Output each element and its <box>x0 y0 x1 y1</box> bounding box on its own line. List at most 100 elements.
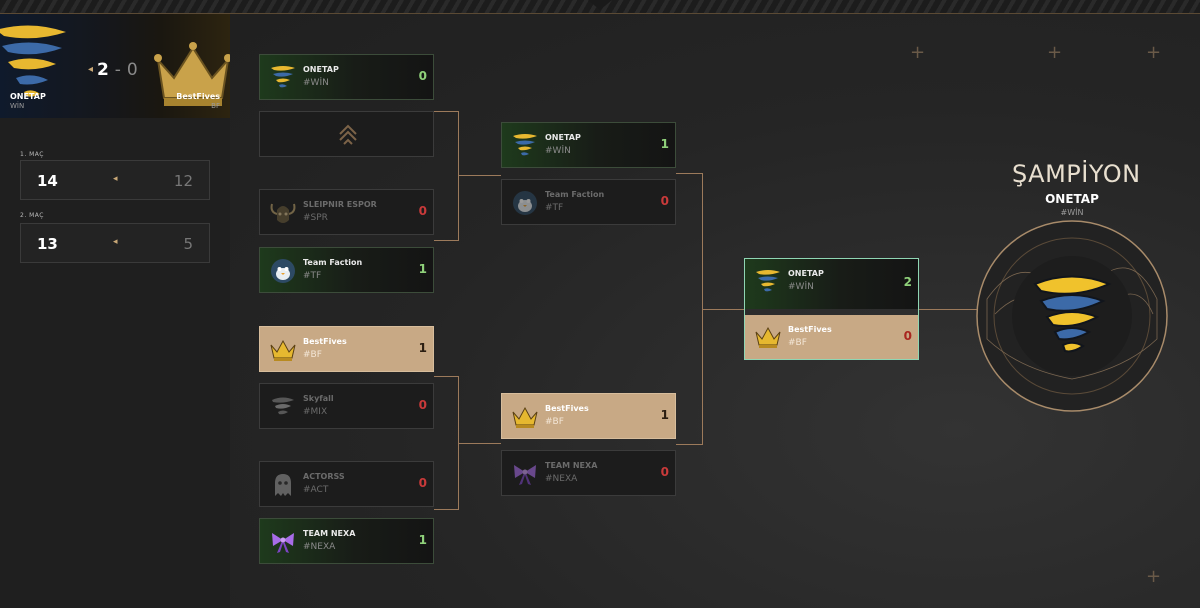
champion-tag: #WİN <box>1060 208 1084 217</box>
chevron-up-icon <box>339 124 357 145</box>
bracket-team-card[interactable]: BestFives #BF 1 <box>501 393 676 439</box>
penguin-icon <box>513 191 537 215</box>
score-separator: - <box>114 60 121 80</box>
team-name: SLEIPNIR ESPOR <box>303 200 377 209</box>
crown-icon <box>755 326 781 348</box>
plus-decor-icon: + <box>910 42 926 63</box>
crown-icon <box>512 406 538 428</box>
bracket-team-card[interactable]: ONETAP #WİN 2 <box>745 259 918 309</box>
game-label: 1. MAÇ <box>20 151 44 158</box>
team-tag: #MIX <box>303 407 328 417</box>
champion-badge <box>976 220 1168 412</box>
plus-decor-icon: + <box>1047 42 1063 63</box>
bracket-team-card[interactable]: TEAM NEXA #NEXA 1 <box>259 518 434 564</box>
team-name: ONETAP <box>788 269 824 278</box>
bracket-team-card[interactable]: ACTORSS #ACT 0 <box>259 461 434 507</box>
team-tag: #NEXA <box>545 474 578 484</box>
team-score: 1 <box>418 341 427 355</box>
bracket-connector <box>434 240 458 241</box>
team-score: 1 <box>660 137 669 151</box>
team-name: ACTORSS <box>303 472 345 481</box>
team-right-tag: BF <box>211 102 220 110</box>
bracket-team-card[interactable]: ONETAP #WİN 0 <box>259 54 434 100</box>
bracket-team-card[interactable]: Skyfall #MIX 0 <box>259 383 434 429</box>
winner-arrow-icon: ◂ <box>113 237 118 247</box>
match-header[interactable]: ◂2 - 0 ONETAP WİN BestFives BF <box>0 14 230 118</box>
game-label: 2. MAÇ <box>20 212 44 219</box>
final-match[interactable]: ONETAP #WİN 2 BestFives #BF 0 <box>744 258 919 360</box>
bracket-connector <box>434 111 458 112</box>
team-tag: #NEXA <box>303 542 336 552</box>
team-name: BestFives <box>788 325 832 334</box>
bracket-connector <box>458 175 501 176</box>
score-left: 2 <box>97 60 109 80</box>
team-name: TEAM NEXA <box>303 529 356 538</box>
bracket-team-card[interactable]: TEAM NEXA #NEXA 0 <box>501 450 676 496</box>
team-score: 2 <box>903 275 912 289</box>
team-score: 1 <box>660 408 669 422</box>
bracket-connector <box>458 111 459 241</box>
team-tag: #BF <box>788 338 807 348</box>
team-score: 0 <box>418 398 427 412</box>
team-tag: #SPR <box>303 213 328 223</box>
bracket-team-card[interactable]: Team Faction #TF 0 <box>501 179 676 225</box>
team-score: 0 <box>418 476 427 490</box>
team-tag: #BF <box>545 417 564 427</box>
tornado-icon <box>1033 275 1112 353</box>
team-name: ONETAP <box>303 65 339 74</box>
champion-title: ŞAMPİYON <box>1012 160 1141 188</box>
team-left-tag: WİN <box>10 102 25 110</box>
game-score-left: 14 <box>37 172 58 190</box>
team-tag: #WİN <box>788 282 814 292</box>
team-name: ONETAP <box>545 133 581 142</box>
team-tag: #BF <box>303 350 322 360</box>
bracket-empty-slot[interactable] <box>259 111 434 157</box>
ghost-icon <box>275 474 291 496</box>
team-name: BestFives <box>545 404 589 413</box>
bow-icon <box>514 465 536 485</box>
bracket-team-card[interactable]: BestFives #BF 0 <box>745 315 918 359</box>
team-right-name: BestFives <box>176 92 220 101</box>
top-notch <box>588 0 612 10</box>
game-score-left: 13 <box>37 235 58 253</box>
tornado-icon <box>513 134 537 156</box>
team-tag: #ACT <box>303 485 329 495</box>
bracket-team-card[interactable]: ONETAP #WİN 1 <box>501 122 676 168</box>
bracket-connector <box>919 309 977 310</box>
bracket-connector <box>434 376 458 377</box>
skyfall-icon <box>272 397 294 415</box>
team-tag: #TF <box>303 271 322 281</box>
score-right: 0 <box>126 60 138 80</box>
team-name: BestFives <box>303 337 347 346</box>
team-tag: #WİN <box>303 78 329 88</box>
bracket-connector <box>702 309 744 310</box>
bracket-connector <box>676 173 702 174</box>
bracket-connector <box>676 444 702 445</box>
team-name: TEAM NEXA <box>545 461 598 470</box>
team-score: 0 <box>418 204 427 218</box>
plus-decor-icon: + <box>1146 42 1162 63</box>
penguin-icon <box>271 259 295 283</box>
team-name: Team Faction <box>303 258 363 267</box>
team-tag: #WİN <box>545 146 571 156</box>
bracket-team-card[interactable]: SLEIPNIR ESPOR #SPR 0 <box>259 189 434 235</box>
game-row[interactable]: 14 ◂ 12 <box>20 160 210 200</box>
team-name: Team Faction <box>545 190 605 199</box>
game-row[interactable]: 13 ◂ 5 <box>20 223 210 263</box>
team-score: 0 <box>903 329 912 343</box>
bracket-connector <box>434 509 458 510</box>
series-score: ◂2 - 0 <box>88 60 138 80</box>
bracket-team-card[interactable]: BestFives #BF 1 <box>259 326 434 372</box>
team-score: 1 <box>418 533 427 547</box>
winner-arrow-icon: ◂ <box>88 64 94 75</box>
team-score: 0 <box>418 69 427 83</box>
plus-decor-icon: + <box>1146 566 1162 587</box>
team-score: 0 <box>660 465 669 479</box>
tornado-icon <box>0 25 66 97</box>
game-score-right: 5 <box>183 235 193 253</box>
winner-arrow-icon: ◂ <box>113 174 118 184</box>
bracket-team-card[interactable]: Team Faction #TF 1 <box>259 247 434 293</box>
champion-name: ONETAP <box>1045 192 1099 206</box>
crown-icon <box>154 42 230 106</box>
game-score-right: 12 <box>173 172 193 190</box>
